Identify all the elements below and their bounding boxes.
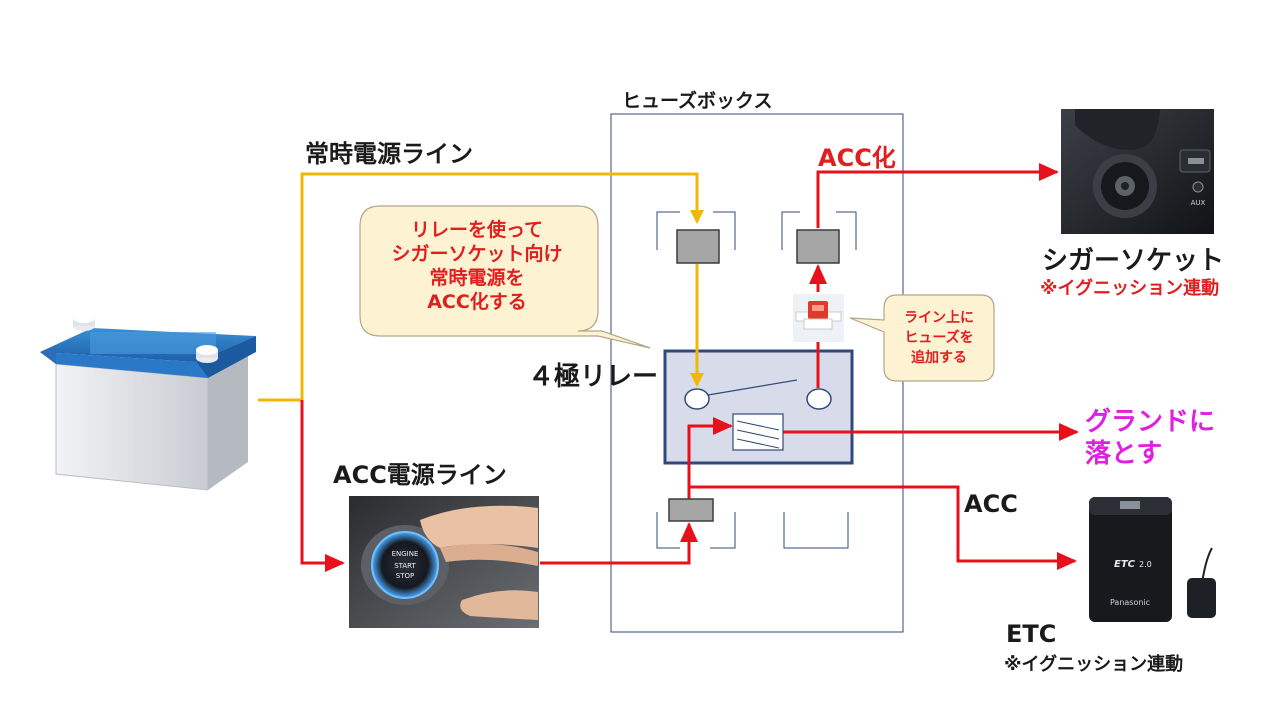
callout-relay-text: リレーを使って シガーソケット向け 常時電源を ACC化する xyxy=(372,218,582,314)
fuse-slot-top-right xyxy=(781,211,857,250)
constant-power-line-label: 常時電源ライン xyxy=(305,140,473,168)
aux-port-label: AUX xyxy=(1191,199,1206,207)
cigar-socket-photo: AUX xyxy=(1061,109,1214,234)
ground-label-line-2: 落とす xyxy=(1085,439,1163,469)
relay-coil xyxy=(732,413,784,451)
start-button-text-stop: STOP xyxy=(396,572,414,580)
callout-relay-line-1: リレーを使って xyxy=(410,219,544,241)
etc-device-brand-text: Panasonic xyxy=(1110,598,1150,607)
callout-fuse-line-3: 追加する xyxy=(911,350,967,366)
relay-label: ４極リレー xyxy=(528,362,659,392)
battery-illustration xyxy=(40,313,256,491)
etc-device-version-text: 2.0 xyxy=(1139,560,1152,569)
cigar-socket-note: ※イグニッション連動 xyxy=(1040,278,1220,299)
relay-switch-arm xyxy=(707,379,798,396)
acc-lines xyxy=(300,163,1079,572)
etc-device-photo: ETC 2.0 Panasonic xyxy=(1089,497,1216,622)
start-button-text-engine: ENGINE xyxy=(392,550,419,558)
relay-contact-input xyxy=(684,388,710,410)
fuse-block-acc-in xyxy=(668,498,714,522)
callout-relay-line-4: ACC化する xyxy=(427,291,527,313)
etc-device-model-text: ETC xyxy=(1114,559,1136,570)
fuse-slot-bottom-right xyxy=(783,512,849,549)
fuse-slot-top-left xyxy=(656,211,736,250)
constant-power-line xyxy=(258,172,704,402)
ground-label: グランドに 落とす xyxy=(1085,406,1215,470)
callout-fuse-bubble xyxy=(849,294,995,382)
fuse-box-title: ヒューズボックス xyxy=(622,90,773,112)
callout-relay-line-3: 常時電源を xyxy=(429,267,525,289)
callout-fuse-text: ライン上に ヒューズを 追加する xyxy=(884,308,994,368)
callout-relay-line-2: シガーソケット向け xyxy=(391,243,563,265)
ground-label-line-1: グランドに xyxy=(1085,407,1216,437)
callout-fuse-line-2: ヒューズを xyxy=(904,330,974,346)
inline-fuse xyxy=(793,294,844,342)
fuse-slot-bottom-left xyxy=(656,512,736,549)
acc-conversion-label: ACC化 xyxy=(818,144,896,172)
acc-power-line-label: ACC電源ライン xyxy=(333,461,507,489)
fuse-block-acc-out xyxy=(796,229,840,264)
etc-note: ※イグニッション連動 xyxy=(1004,654,1184,675)
start-button-text-start: START xyxy=(394,562,416,570)
callout-fuse-line-1: ライン上に xyxy=(904,310,974,326)
callout-relay-bubble xyxy=(359,205,651,349)
fuse-block-constant xyxy=(676,229,720,264)
engine-start-button-photo: ENGINE START STOP xyxy=(349,496,539,628)
relay-contact-output xyxy=(806,388,832,410)
acc-output-label: ACC xyxy=(964,490,1018,518)
etc-label: ETC xyxy=(1006,620,1057,648)
cigar-socket-label: シガーソケット xyxy=(1042,246,1225,276)
